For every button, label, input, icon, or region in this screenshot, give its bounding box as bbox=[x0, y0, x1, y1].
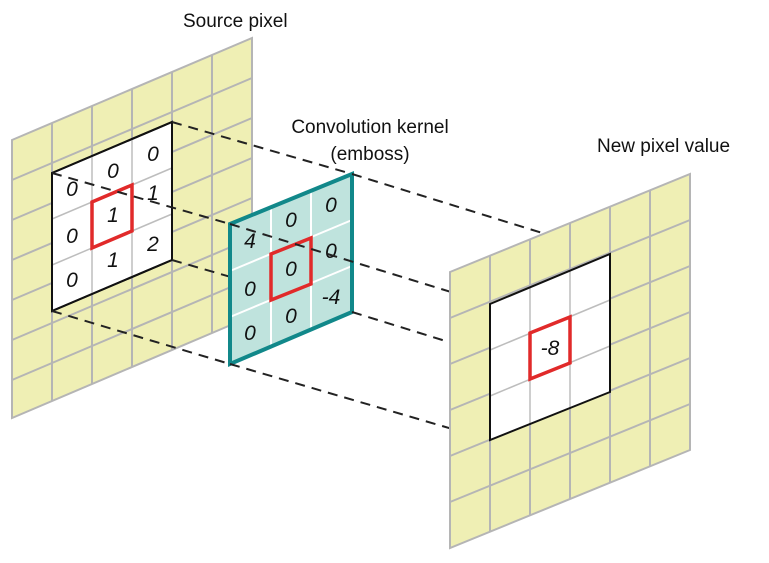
kernel-plane: 4 0 0 0 0 0 0 0 -4 bbox=[228, 171, 354, 368]
source-cell-r0c1: 0 bbox=[107, 160, 119, 183]
kernel-background bbox=[230, 174, 352, 364]
source-cell-r2c1: 1 bbox=[107, 249, 119, 272]
kernel-cell-r2c1: 0 bbox=[285, 305, 297, 328]
source-cell-r1c0: 0 bbox=[66, 178, 78, 201]
kernel-cell-r1c0: 0 bbox=[244, 278, 256, 301]
kernel-cell-r0c2: 0 bbox=[325, 194, 337, 217]
kernel-center-highlight bbox=[269, 235, 313, 303]
output-center-highlight bbox=[528, 314, 572, 382]
kernel-cell-r1c2: 0 bbox=[325, 240, 337, 263]
output-plane: -8 bbox=[449, 172, 691, 550]
kernel-cell-r0c1: 0 bbox=[285, 209, 297, 232]
kernel-cell-r1c1: 0 bbox=[285, 258, 297, 281]
source-cell-r1c2: 1 bbox=[147, 182, 159, 205]
output-window-outline bbox=[489, 252, 611, 442]
source-pixel-label: Source pixel bbox=[183, 11, 288, 32]
kernel-cell-r2c0: 0 bbox=[244, 322, 256, 345]
kernel-label-line2: (emboss) bbox=[330, 144, 409, 165]
source-cell-r2c2: 2 bbox=[146, 233, 159, 256]
source-center-highlight bbox=[90, 182, 134, 251]
source-plane: 0 0 0 1 1 0 1 2 0 bbox=[11, 36, 253, 420]
output-cell-value: -8 bbox=[541, 337, 560, 360]
new-pixel-value-label: New pixel value bbox=[597, 136, 730, 157]
kernel-label-line1: Convolution kernel bbox=[291, 117, 448, 138]
source-cell-r3c0: 0 bbox=[66, 269, 78, 292]
output-window bbox=[490, 254, 610, 440]
source-cell-r0c2: 0 bbox=[147, 143, 159, 166]
source-cell-r1c1: 1 bbox=[107, 204, 119, 227]
kernel-cell-r0c0: 4 bbox=[244, 230, 256, 253]
kernel-cell-r2c2: -4 bbox=[322, 286, 341, 309]
source-cell-r2c0: 0 bbox=[66, 225, 78, 248]
